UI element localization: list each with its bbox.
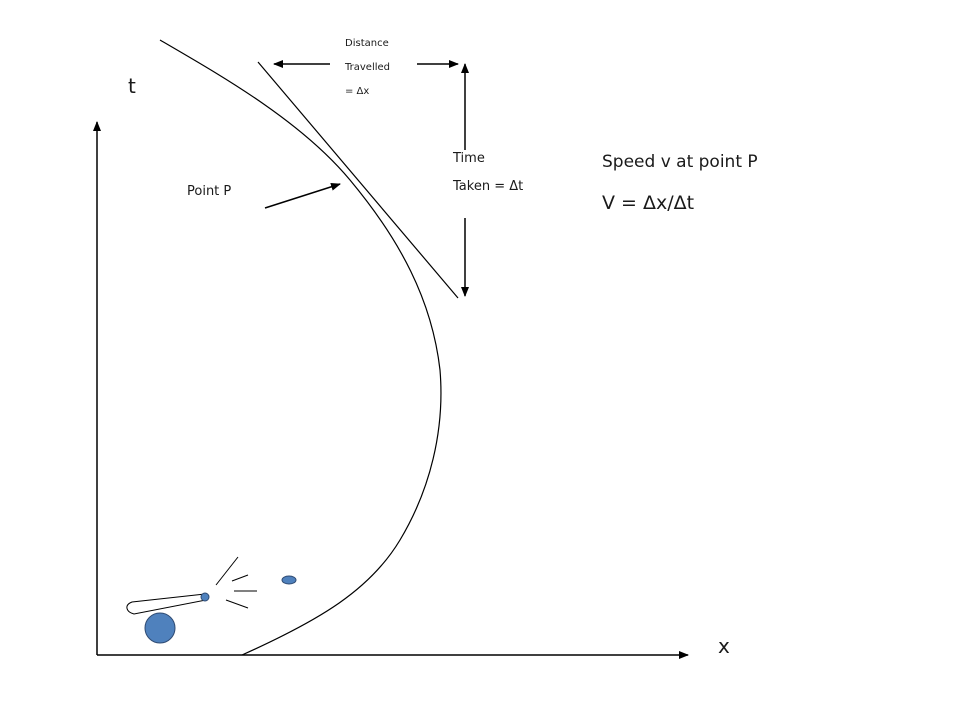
time-label-line2: Taken = Δt [453, 179, 524, 194]
cannon-muzzle-dot [200, 592, 210, 602]
blast-line [215, 556, 239, 586]
blast-line [231, 574, 249, 582]
time-label-line1: Time [453, 151, 485, 166]
cannon-illustration [126, 556, 297, 644]
distance-label-line1: Distance [345, 38, 389, 49]
speed-title: Speed v at point P [602, 152, 758, 172]
trajectory-curve [159, 39, 442, 656]
speed-formula: V = Δx/Δt [602, 192, 695, 214]
x-axis-label: x [718, 634, 730, 658]
cannon-wheel [144, 612, 176, 644]
distance-label-line3: = Δx [345, 86, 370, 97]
blast-line [225, 599, 249, 609]
cannonball [281, 575, 297, 585]
tangent-line [257, 61, 459, 299]
point-p-label: Point P [187, 184, 232, 199]
point-p-arrow [264, 182, 341, 209]
t-axis-label: t [128, 74, 136, 98]
cannon-barrel [126, 593, 207, 615]
distance-label-line2: Travelled [345, 62, 391, 73]
